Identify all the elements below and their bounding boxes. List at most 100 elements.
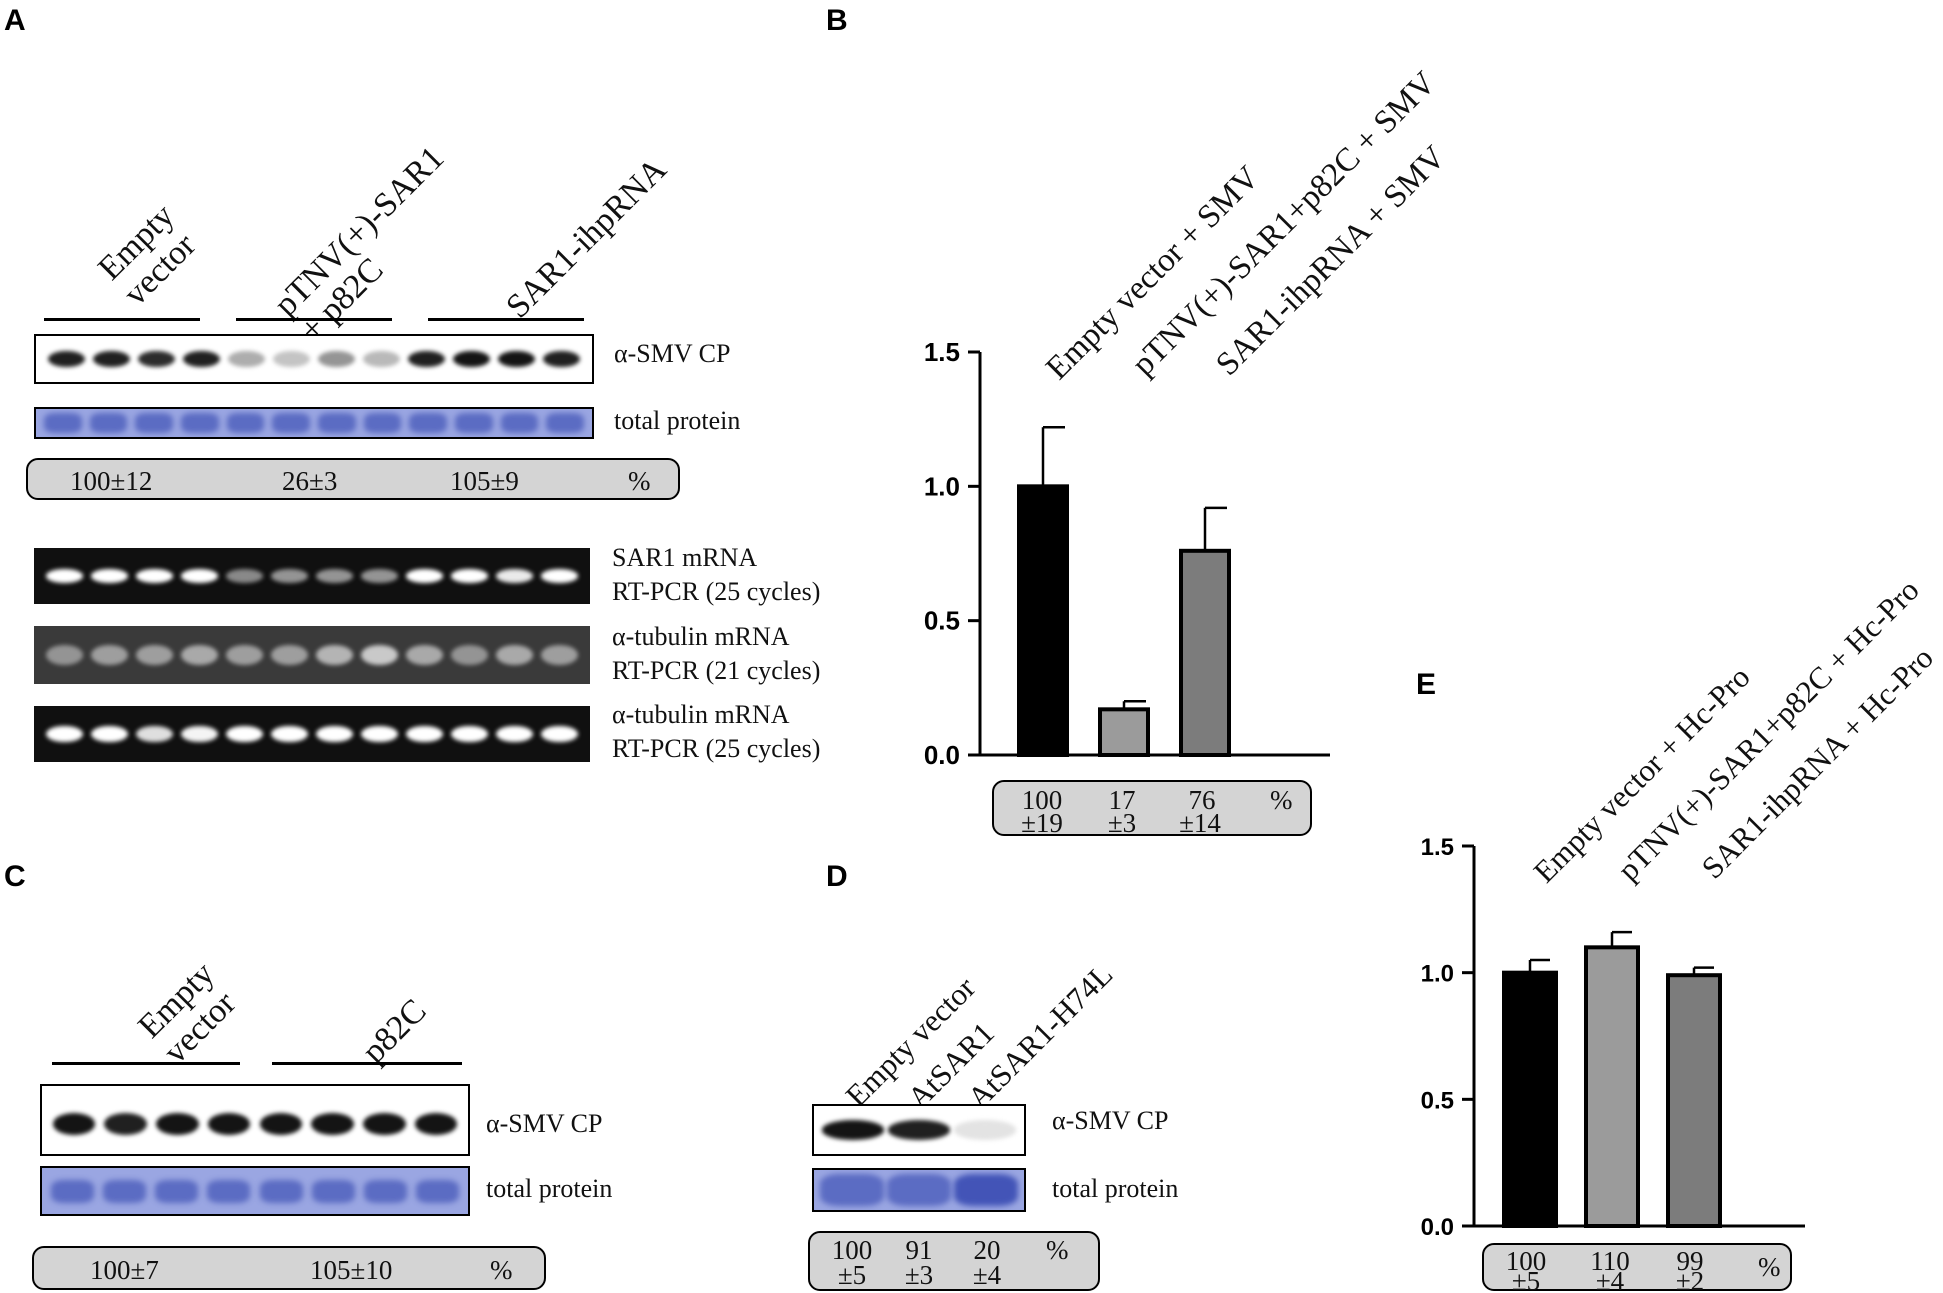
sar1-band	[181, 569, 218, 583]
gel-tubulin-21	[34, 626, 590, 684]
quant-e-3: 99	[1676, 1246, 1704, 1276]
sar1-band	[46, 569, 83, 583]
row-label-sar1-2: RT-PCR (25 cycles)	[612, 577, 821, 606]
y-tick-label: 0.0	[924, 740, 960, 770]
quant-d-1: 100	[831, 1235, 873, 1265]
panel-letter-c: C	[4, 860, 26, 893]
bar	[1098, 707, 1150, 757]
tub21-band	[91, 645, 128, 665]
smv-c-band	[363, 1113, 406, 1135]
smv-a-band	[543, 350, 580, 368]
smv-a-band	[318, 350, 355, 368]
y-tick-label: 0.0	[1421, 1214, 1454, 1241]
quant-box-e	[1482, 1243, 1792, 1291]
tub21-band	[271, 645, 308, 665]
stain-a-band	[44, 413, 82, 433]
bar-chart-e: 0.00.51.01.5	[1421, 834, 1805, 1241]
quant-d-err-1: ±5	[837, 1260, 867, 1290]
quant-e-2: 110	[1590, 1246, 1630, 1276]
quant-d-err-2: ±3	[904, 1260, 934, 1290]
group-line-3	[428, 318, 584, 321]
quant-a-pct: %	[628, 466, 651, 496]
gel-tubulin-25	[34, 706, 590, 762]
quant-e-err-1: ±5	[1511, 1266, 1541, 1293]
stain-a-band	[226, 413, 265, 433]
y-tick-label: 1.5	[924, 337, 960, 367]
stain-a-band	[500, 413, 539, 433]
smv-d-band	[953, 1120, 1017, 1140]
total-protein-stain-c	[40, 1166, 470, 1216]
group-label-c-empty: Empty vector	[131, 955, 247, 1071]
y-tick-label: 0.5	[924, 606, 960, 636]
tub21-band	[541, 645, 578, 665]
sar1-band	[496, 569, 533, 583]
sar1-band	[406, 569, 443, 583]
quant-a-2: 26±3	[282, 466, 338, 496]
quant-e-pct: %	[1758, 1252, 1781, 1282]
smv-a-band	[453, 350, 490, 368]
tub21-band	[226, 645, 263, 665]
tub21-band	[136, 645, 173, 665]
stain-c-band	[155, 1179, 199, 1203]
y-tick-label: 1.0	[924, 471, 960, 501]
stain-a-band	[363, 413, 402, 433]
quant-e-err-2: ±4	[1595, 1266, 1625, 1293]
stain-a-band	[181, 413, 219, 433]
group-line-c-1	[52, 1062, 240, 1065]
tub25-band	[406, 725, 443, 743]
smv-a-band	[138, 350, 175, 368]
smv-a-band	[363, 350, 400, 368]
tub21-band	[361, 645, 398, 665]
sar1-band	[541, 569, 578, 583]
group-line-1	[44, 318, 200, 321]
smv-a-band	[228, 350, 265, 368]
tub21-band	[451, 645, 488, 665]
group-label-empty-vector: Empty vector	[91, 197, 207, 313]
sar1-band	[136, 569, 173, 583]
quant-b-pct: %	[1270, 785, 1293, 815]
total-protein-stain-a	[34, 407, 594, 439]
smv-a-band	[93, 350, 130, 368]
tub25-band	[181, 725, 218, 743]
group-label-empty-vector-text: Empty vector	[91, 197, 203, 313]
smv-a-band	[48, 350, 85, 368]
tub25-band	[496, 725, 533, 743]
tub21-band	[406, 645, 443, 665]
quant-box-d	[808, 1231, 1100, 1291]
quant-e-1: 100	[1505, 1246, 1547, 1276]
quant-d-3: 20	[973, 1235, 1001, 1265]
stain-a-band	[546, 413, 584, 433]
smv-d-band	[887, 1120, 951, 1140]
quant-b-2: 17	[1108, 785, 1136, 815]
bar-chart-b: 0.0 0.5 1.0 1.5	[924, 337, 1330, 770]
quant-d-pct: %	[1046, 1235, 1069, 1265]
row-label-tub25-1: α-tubulin mRNA	[612, 700, 790, 729]
quant-b-err-2: ±3	[1107, 808, 1137, 838]
quant-d-2: 91	[905, 1235, 933, 1265]
stain-a-band	[272, 413, 310, 433]
sar1-band	[361, 569, 398, 583]
bar	[1584, 945, 1640, 1228]
smv-c-band	[207, 1113, 251, 1135]
bar	[1666, 973, 1722, 1228]
row-label-total-c: total protein	[486, 1174, 613, 1203]
panel-letter-d: D	[826, 860, 848, 893]
row-label-total-a: total protein	[614, 406, 741, 435]
stain-c-band	[364, 1179, 408, 1203]
quant-d-err-3: ±4	[972, 1260, 1002, 1290]
tub25-band	[226, 725, 263, 743]
row-label-smv-d: α-SMV CP	[1052, 1106, 1169, 1135]
y-tick-label: 0.5	[1421, 1087, 1454, 1114]
smv-c-band	[259, 1113, 303, 1135]
bar	[1179, 548, 1231, 757]
stain-c-band	[50, 1179, 94, 1203]
quant-b-1: 100	[1021, 785, 1063, 815]
tub25-band	[91, 725, 128, 743]
panel-letter-b: B	[826, 4, 848, 37]
tub25-band	[316, 725, 353, 743]
row-label-tub25-2: RT-PCR (25 cycles)	[612, 734, 821, 763]
stain-c-band	[207, 1179, 251, 1203]
panel-letter-e: E	[1416, 668, 1437, 701]
stain-c-band	[259, 1179, 303, 1203]
stain-a-band	[135, 413, 173, 433]
